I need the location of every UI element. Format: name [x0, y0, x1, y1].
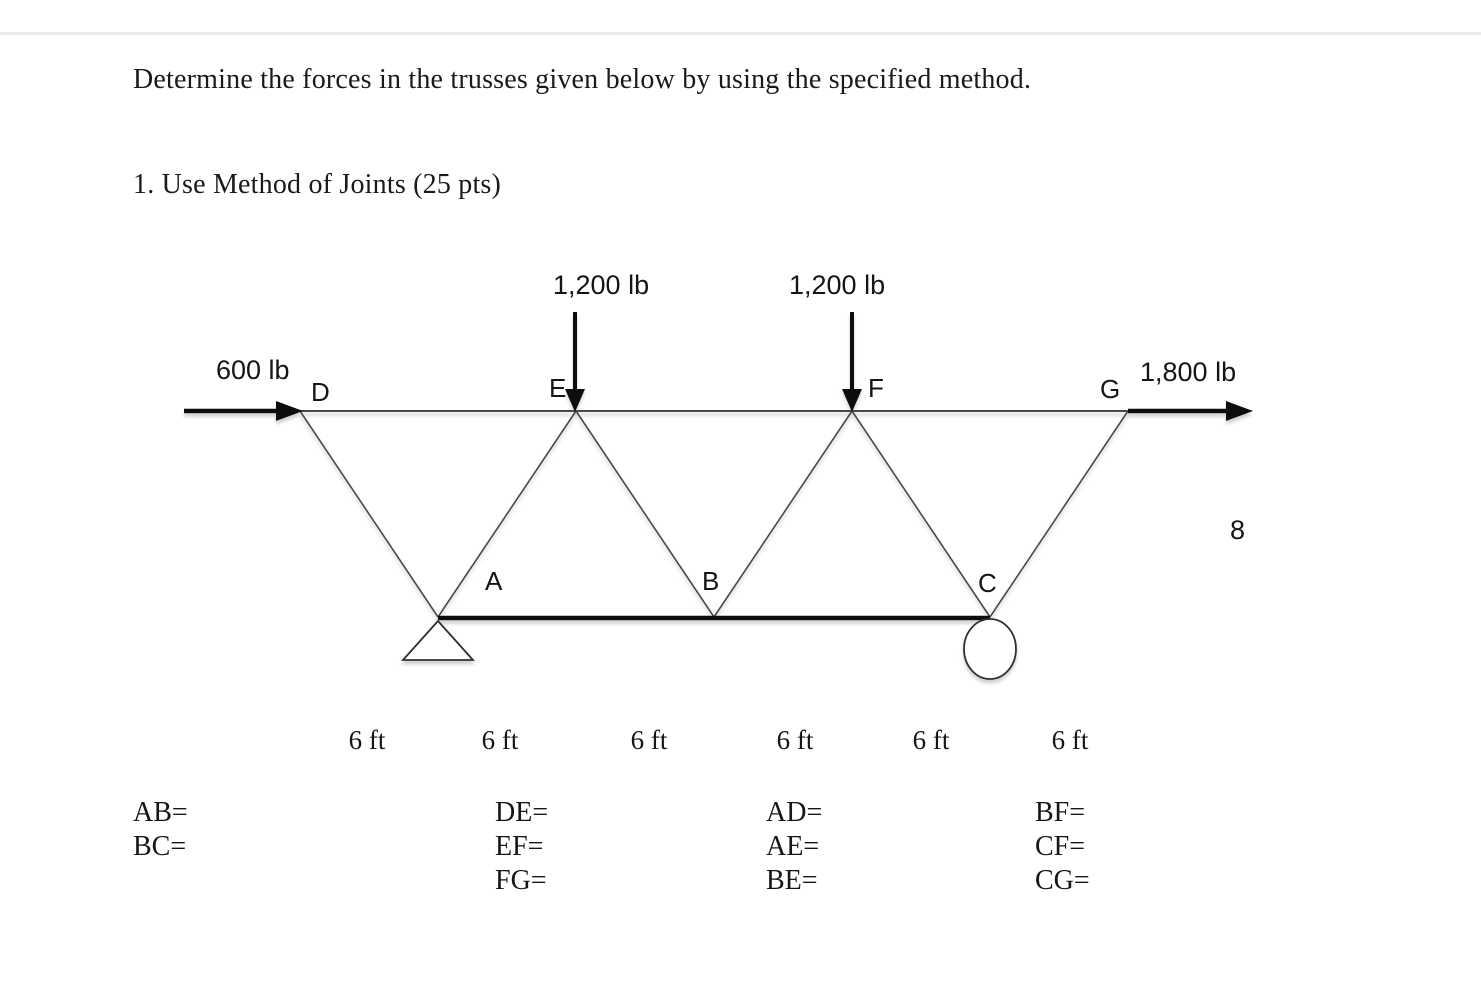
node-label-g: G — [1100, 374, 1121, 404]
answer-blank-bf: BF= — [1035, 797, 1086, 828]
span-dimension-label: 6 ft — [1051, 725, 1089, 755]
span-dimension-label: 6 ft — [348, 725, 386, 755]
answer-blank-ef: EF= — [495, 831, 544, 862]
span-dimension-label: 6 ft — [630, 725, 668, 755]
answer-column-1: AB= BC= — [133, 796, 188, 864]
member-DA — [299, 410, 439, 618]
span-dimension-label: 6 ft — [776, 725, 814, 755]
member-AE — [437, 410, 577, 618]
load-label-1200lb-f: 1,200 lb — [789, 270, 886, 300]
node-label-f: F — [868, 373, 884, 403]
answer-blank-ad: AD= — [766, 797, 823, 828]
height-dimension-label: 8 — [1230, 515, 1246, 545]
member-EB — [575, 410, 715, 618]
answer-blank-be: BE= — [766, 865, 818, 896]
force-arrow-600lb — [184, 401, 303, 421]
node-label-d: D — [311, 377, 330, 407]
load-label-600lb: 600 lb — [216, 355, 290, 385]
span-dimension-label: 6 ft — [912, 725, 950, 755]
pin-support-icon — [400, 619, 476, 661]
answer-blank-fg: FG= — [495, 865, 547, 896]
section-heading: 1. Use Method of Joints (25 pts) — [133, 169, 502, 200]
page-separator-line — [0, 32, 1481, 35]
node-label-c: C — [978, 568, 997, 598]
member-BF — [713, 410, 853, 618]
load-label-1800lb: 1,800 lb — [1140, 357, 1237, 387]
answer-blank-cf: CF= — [1035, 831, 1086, 862]
answer-blank-ae: AE= — [766, 831, 820, 862]
answer-blank-bc: BC= — [133, 831, 187, 862]
answer-column-3: AD= AE= BE= — [766, 796, 822, 898]
answer-blank-ab: AB= — [133, 797, 188, 828]
node-label-e: E — [549, 373, 567, 403]
answer-blank-cg: CG= — [1035, 865, 1090, 896]
answer-blank-de: DE= — [495, 797, 549, 828]
node-label-a: A — [485, 566, 503, 596]
load-label-1200lb-e: 1,200 lb — [553, 270, 650, 300]
span-dimension-label: 6 ft — [481, 725, 519, 755]
problem-statement: Determine the forces in the trusses give… — [133, 64, 1032, 95]
force-arrow-1200lb-e — [565, 312, 585, 412]
node-label-b: B — [702, 566, 720, 596]
member-CG — [989, 410, 1129, 618]
member-FC — [851, 410, 991, 618]
roller-support-icon — [963, 618, 1017, 680]
force-arrow-1800lb — [1128, 401, 1253, 421]
answer-column-4: BF= CF= CG= — [1035, 796, 1090, 898]
force-arrow-1200lb-f — [842, 312, 862, 412]
answer-column-2: DE= EF= FG= — [495, 796, 548, 898]
